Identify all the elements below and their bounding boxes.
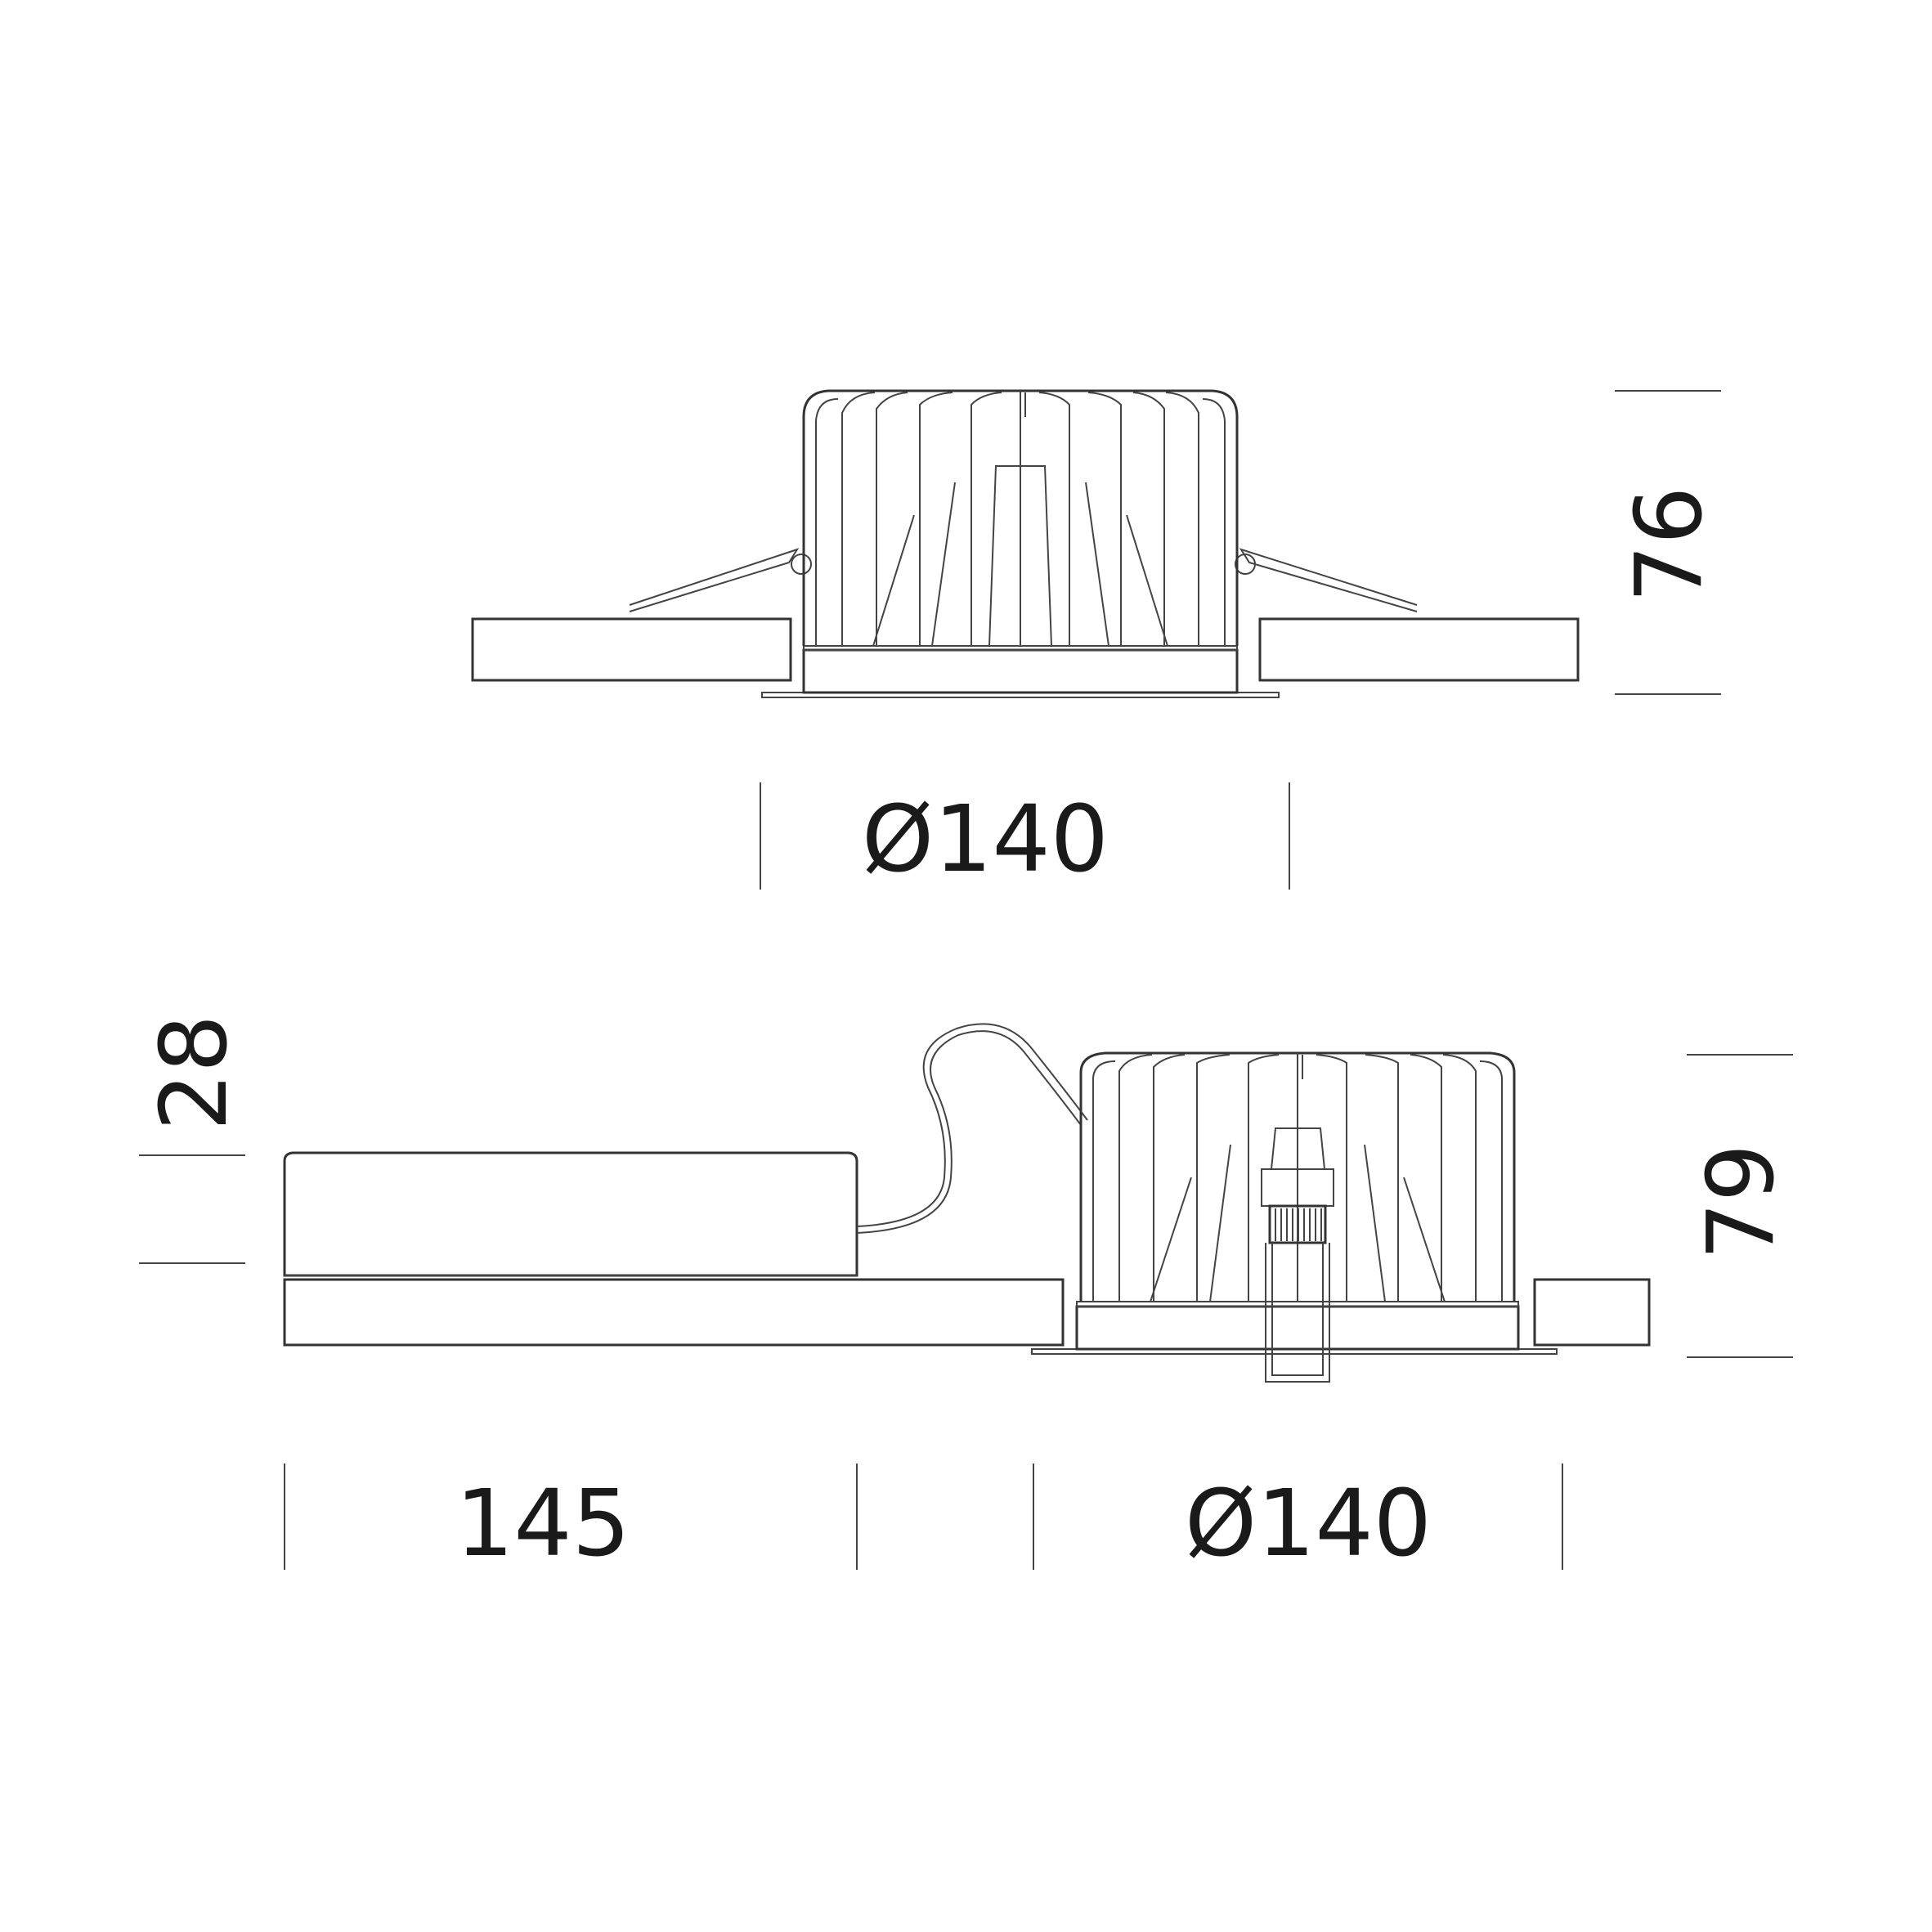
ceiling-slab-right <box>1258 617 1580 682</box>
spring-clip-right <box>1235 548 1418 612</box>
ceiling-slab-long <box>283 1278 1065 1347</box>
fixture-trim <box>761 645 1280 698</box>
bottom-view: 28 79 145 Ø140 <box>139 1015 1795 1577</box>
driver-height-label: 28 <box>141 1015 248 1132</box>
top-view: 76 Ø140 <box>471 389 1723 893</box>
driver-length-dimension: 145 <box>284 1464 858 1577</box>
height-dimension-top: 76 <box>1615 390 1723 695</box>
height-label-top: 76 <box>1616 486 1723 603</box>
power-cable <box>856 1023 1088 1234</box>
height-label-bottom: 79 <box>1688 1144 1795 1261</box>
connector-block <box>1261 1127 1334 1383</box>
heatsink-top <box>802 389 1239 647</box>
height-dimension-bottom: 79 <box>1687 1054 1795 1358</box>
driver-length-label: 145 <box>455 1471 630 1577</box>
fixture-trim-bottom <box>1031 1301 1558 1355</box>
heatsink-bottom <box>1079 1051 1516 1302</box>
ceiling-slab-short <box>1533 1278 1651 1347</box>
driver-height-dimension: 28 <box>139 1015 248 1264</box>
diameter-label-top: Ø140 <box>862 787 1109 893</box>
diameter-dimension-top: Ø140 <box>760 782 1290 893</box>
spring-clip-left <box>629 548 812 612</box>
ceiling-slab-left <box>471 617 792 682</box>
diameter-label-bottom: Ø140 <box>1185 1471 1432 1577</box>
diameter-dimension-bottom: Ø140 <box>1033 1464 1563 1577</box>
driver-box <box>283 1151 858 1277</box>
